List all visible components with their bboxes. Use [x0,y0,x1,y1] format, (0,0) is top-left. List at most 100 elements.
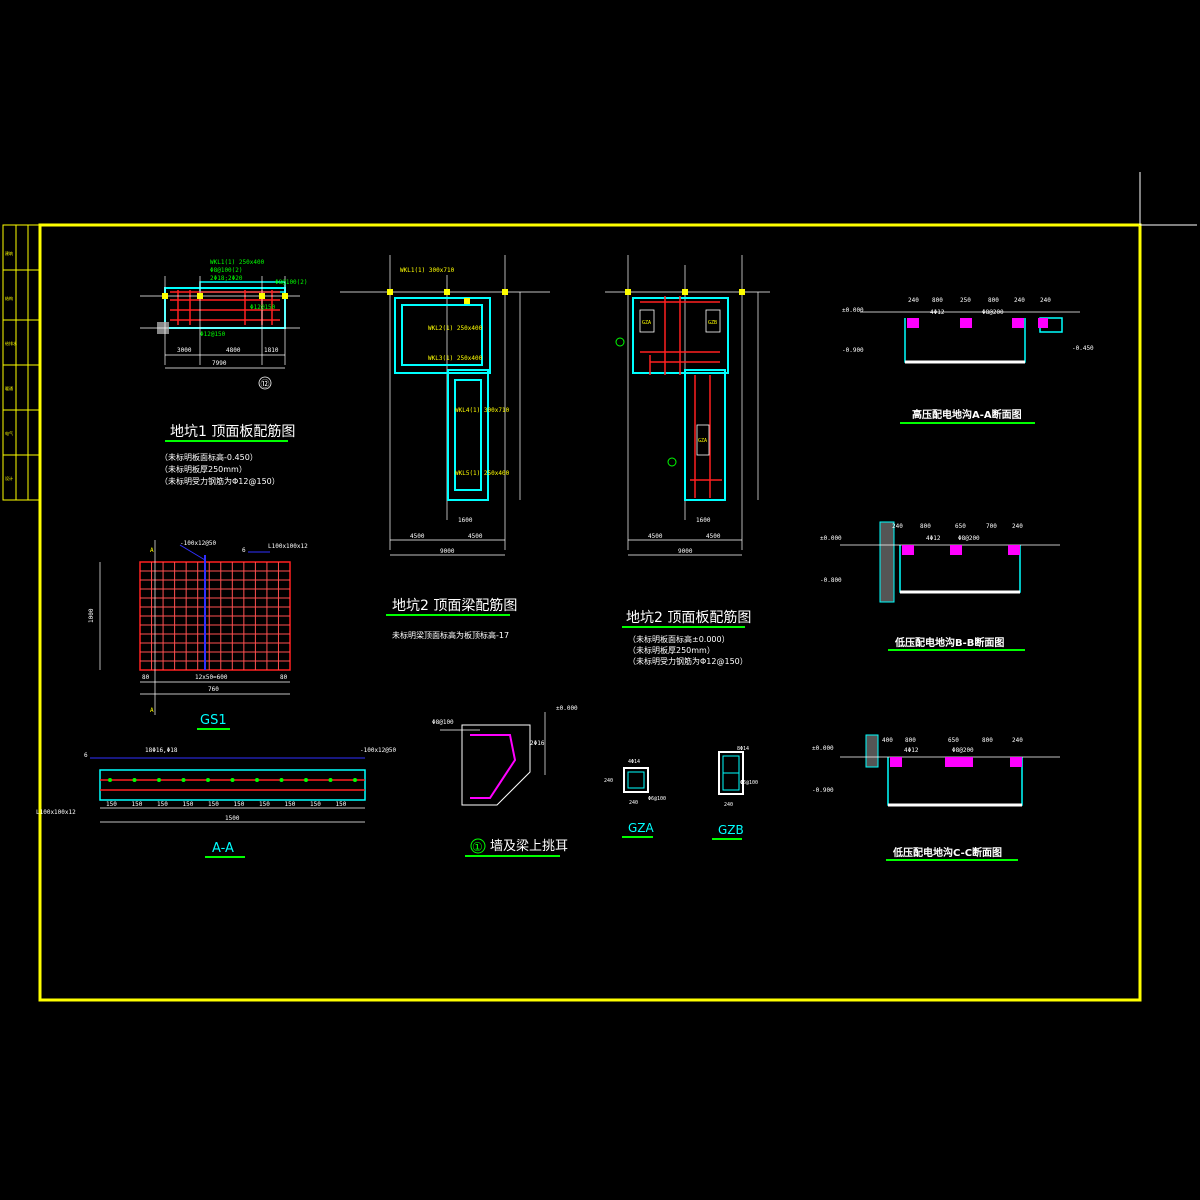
pit2-slab-label: GZB [708,320,717,326]
lv-trench-section-b: 240 800 650 700 240 ±0.000 -0.800 4Φ12 Φ… [820,521,1060,651]
pit2-slab-note: （未标明板厚250mm） [628,645,715,655]
pit2-slab-plan: GZA GZB GZA 4500 4500 9000 1600 地坑2 顶面板配… [605,255,770,666]
aa-dim: 150 [310,801,321,808]
gs1-label: 6 [242,547,246,554]
pit2-slab-note: （未标明受力钢筋为Φ12@150） [628,656,748,666]
pit1-dim: 1810 [264,347,279,354]
aa-label: 6 [84,752,88,759]
pit2-beam-label: WKL3(1) 250x400 [428,355,483,362]
rebar-dot [230,778,235,782]
wall-ear-detail: Φ8@100 ±0.000 2Φ16 ① 墙及梁上挑耳 [432,705,578,857]
lv-b-title: 低压配电地沟B-B断面图 [894,636,1004,649]
lv-c-title: 低压配电地沟C-C断面图 [892,846,1002,859]
aa-dim: 150 [259,801,270,808]
pit1-axis: ⑫ [260,379,269,390]
pit2-slab-label: GZA [698,438,707,444]
title-block-cell: 暖通 [5,385,13,391]
pit2-slab-title: 地坑2 顶面板配筋图 [626,609,751,626]
aa-dim: 150 [132,801,143,808]
pit2-slab-dim: 9000 [678,548,693,555]
title-block-cell: 设计 [5,475,13,481]
gs1-label: -100x12@50 [180,540,217,547]
pit2-beam-dim: 4500 [410,533,425,540]
pit1-label: 2Φ18;2Φ20 [210,275,243,282]
gza-title: GZA [628,821,655,835]
pit1-label: WKL1(1) 250x400 [210,259,265,266]
aa-total-dim: 1500 [225,815,240,822]
title-block-cell: 给排水 [5,340,17,346]
hv-dim: 250 [960,297,971,304]
pit1-note: （未标明板面标高-0.450） [160,452,258,462]
ear-title: 墙及梁上挑耳 [490,839,568,854]
aa-dim: 150 [285,801,296,808]
gzb-title: GZB [718,823,744,837]
hv-dim: 240 [1014,297,1025,304]
pit2-beam-label: WKL1(1) 300x710 [400,267,455,274]
gzb-label: Φ6@100 [740,780,758,786]
pit2-slab-dim: 4500 [648,533,663,540]
aa-label: -100x12@50 [360,747,397,754]
title-block-cell: 结构 [5,295,13,301]
pit2-beam-dim: 1600 [458,517,473,524]
pit1-note: （未标明板厚250mm） [160,464,247,474]
sheet-frame [2,172,1197,1002]
gza-label: 240 [629,800,638,806]
lv-b-label: -0.800 [820,577,842,584]
gza-label: Φ6@100 [648,796,666,802]
lv-b-dim: 800 [920,523,931,530]
ear-label: 2Φ16 [530,740,545,747]
lv-b-label: Φ8@200 [958,535,980,542]
aa-dim: 150 [336,801,347,808]
gs1-dim: 12x50=600 [195,674,228,681]
aa-dim: 150 [183,801,194,808]
gza-label: 240 [604,778,613,784]
gza-label: 4Φ14 [628,759,640,765]
ear-label: Φ8@100 [432,719,454,726]
lv-c-dim: 400 [882,737,893,744]
lv-b-dim: 240 [1012,523,1023,530]
lv-c-dim: 800 [982,737,993,744]
hv-label: ±0.000 [842,307,864,314]
lv-c-label: 4Φ12 [904,747,919,754]
hv-dim: 240 [1040,297,1051,304]
hv-dim: 800 [932,297,943,304]
lv-c-label: -0.900 [812,787,834,794]
pit1-label: Φ8@100(2) [275,279,308,286]
title-block-cell: 电气 [5,430,13,436]
rebar-dot [255,778,259,782]
lv-c-dim: 800 [905,737,916,744]
hv-label: -0.900 [842,347,864,354]
pit2-beam-dim: 4500 [468,533,483,540]
hv-dim: 240 [908,297,919,304]
title-block: 建筑 结构 给排水 暖通 电气 设计 [3,250,40,481]
aa-dim: 150 [106,801,117,808]
gs1-dim: 80 [280,674,288,681]
pit2-slab-dim: 4500 [706,533,721,540]
rebar-dot [108,778,112,782]
pit1-dim: 7990 [212,360,227,367]
rebar-dot [304,778,308,782]
gzb-column: 8Φ14 Φ6@100 240 GZB [712,746,758,840]
pit2-slab-note: （未标明板面标高±0.000） [628,634,730,644]
rebar-dot [328,778,333,782]
pit1-note: （未标明受力钢筋为Φ12@150） [160,476,280,486]
gs1-grating: 80 12x50=600 80 760 1000 -100x12@50 6 L1… [88,540,308,730]
rebar-dot [206,778,210,782]
lv-c-label: ±0.000 [812,745,834,752]
title-block-cell: 建筑 [5,250,13,256]
lv-b-dim: 700 [986,523,997,530]
gs1-dim: 1000 [88,608,95,623]
gs1-dim: 760 [208,686,219,693]
pit2-beam-note: 未标明梁顶面标高为板顶标高-17 [392,630,509,640]
hv-dim: 800 [988,297,999,304]
lv-trench-section-c: 400 800 650 800 240 ±0.000 -0.900 4Φ12 Φ… [812,734,1060,861]
gzb-label: 8Φ14 [737,746,749,752]
aa-dim: 150 [208,801,219,808]
aa-dim: 150 [157,801,168,808]
gs1-label: A [150,547,154,554]
pit1-dim: 4800 [226,347,241,354]
gs1-label: L100x100x12 [268,543,308,550]
aa-label: 18Φ16,Φ18 [145,747,178,754]
